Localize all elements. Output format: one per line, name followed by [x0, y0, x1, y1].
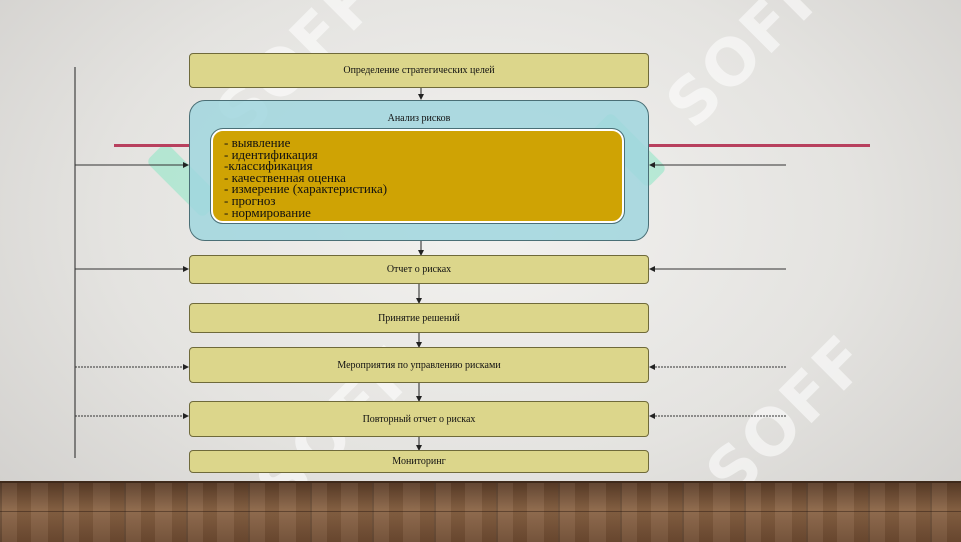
wooden-floor: [0, 481, 961, 542]
step-risk-report: Отчет о рисках: [189, 255, 649, 284]
list-item: - идентификация: [224, 146, 318, 162]
step-risk-measures: Мероприятия по управлению рисками: [189, 347, 649, 383]
list-item: - прогноз: [224, 192, 276, 208]
accent-line-left: [114, 144, 190, 147]
step-risk-measures-label: Мероприятия по управлению рисками: [337, 359, 501, 371]
risk-analysis-list: - выявление - идентификация -классификац…: [224, 135, 622, 220]
risk-analysis-list-box: - выявление - идентификация -классификац…: [210, 128, 625, 224]
list-item: - нормирование: [224, 204, 311, 220]
list-item: - выявление: [224, 135, 291, 150]
step-strategic-goals: Определение стратегических целей: [189, 53, 649, 88]
list-item: -классификация: [224, 158, 313, 174]
step-strategic-goals-label: Определение стратегических целей: [343, 65, 495, 76]
step-repeat-report-label: Повторный отчет о рисках: [362, 413, 476, 425]
list-item: - измерение (характеристика): [224, 181, 388, 197]
step-repeat-report: Повторный отчет о рисках: [189, 401, 649, 437]
risk-analysis-title: Анализ рисков: [387, 113, 451, 124]
list-item: - качественная оценка: [224, 169, 346, 185]
step-monitoring: Мониторинг: [189, 450, 649, 473]
step-decisions: Принятие решений: [189, 303, 649, 333]
step-risk-report-label: Отчет о рисках: [386, 264, 452, 275]
accent-line-right: [648, 144, 870, 147]
step-risk-analysis: Анализ рисков - выявление - идентификаци…: [189, 100, 649, 241]
step-decisions-label: Принятие решений: [378, 312, 460, 324]
step-monitoring-label: Мониторинг: [392, 456, 446, 467]
